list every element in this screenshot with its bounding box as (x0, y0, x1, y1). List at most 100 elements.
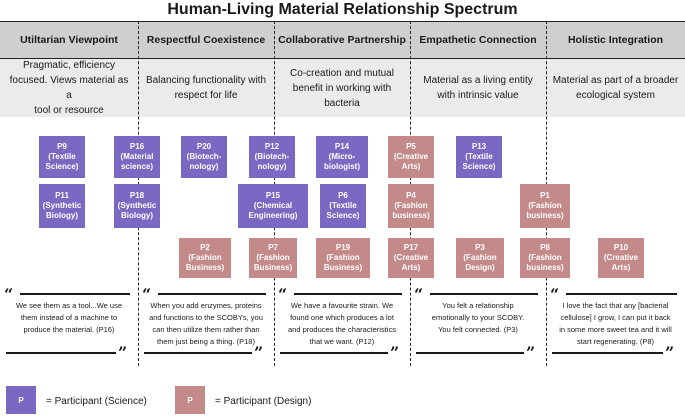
participant-id: P7 (268, 243, 278, 252)
participant-id: P3 (475, 243, 485, 252)
open-quote-mark: “ (278, 285, 288, 304)
quote-line: emotionally to your SCOBY. (431, 313, 525, 322)
participant-id: P18 (129, 191, 145, 200)
column-heading: Holistic Integration (567, 34, 664, 46)
participant-field: Science) (45, 162, 79, 171)
diagram-title: Human-Living Material Relationship Spect… (167, 1, 518, 18)
quote-line: start regenerating. (P8) (576, 337, 655, 346)
participant-id: P6 (338, 191, 348, 200)
participant-id: P9 (57, 142, 67, 151)
participant-id: P17 (403, 243, 419, 252)
participant-field: Design) (465, 263, 495, 272)
description-line: benefit in working with (292, 82, 392, 94)
legend-science-label: = Participant (Science) (46, 396, 147, 407)
quote-line: them instead of a machine to (20, 313, 118, 322)
description-line: tool or resource (34, 105, 104, 116)
description-line: focused. Views material as a (9, 75, 129, 101)
participant-field: (Textile (465, 152, 493, 161)
participant-field: Science) (462, 162, 496, 171)
column-description: Material as part of a broader ecological … (546, 59, 685, 117)
participant-field: Arts) (611, 263, 631, 272)
participant-field: (Creative (603, 253, 639, 262)
participant-field: (Fashion (463, 253, 497, 262)
participant-field: Biology) (121, 211, 153, 220)
quote-line: You felt connected. (P3) (438, 325, 518, 334)
quote-top-rule (294, 293, 402, 295)
description-line: Co-creation and mutual (290, 67, 394, 79)
participant-field: (Chemical (253, 201, 293, 210)
legend-science-swatch: P (6, 386, 36, 414)
legend-design-swatch: P (175, 386, 205, 414)
participant-field: business) (526, 263, 564, 272)
column-heading: Respectful Coexistence (146, 34, 266, 46)
description-line: Material as part of a broader (552, 75, 679, 86)
open-quote-mark: “ (4, 285, 14, 304)
participant-id: P2 (200, 243, 210, 252)
quote-line: can then utilize them rather than (152, 325, 260, 334)
description-line: Pragmatic, efficiency (22, 60, 116, 71)
participant-field: (Fashion (394, 201, 428, 210)
participant-id: P5 (406, 142, 416, 151)
quote-line: When you add enzymes, proteins (150, 301, 262, 310)
quote-top-rule (158, 293, 266, 295)
quote-line: We see them as a tool...We use (15, 301, 123, 310)
participant-id: P11 (55, 191, 69, 200)
legend-design-label: = Participant (Design) (215, 396, 312, 407)
participant-field: science) (120, 162, 154, 171)
participant-field: (Synthetic (42, 201, 82, 210)
column-description-text: Pragmatic, efficiency focused. Views mate… (6, 58, 132, 118)
participant-id: P15 (265, 191, 281, 200)
participant-field: (Fashion (528, 201, 562, 210)
quote-line: produce the material. (P16) (23, 325, 115, 334)
quote-top-rule (430, 293, 538, 295)
participant-field: (Micro- (328, 152, 356, 161)
column-description: Pragmatic, efficiency focused. Views mate… (0, 59, 138, 117)
description-line: bacteria (324, 97, 360, 109)
quote-top-rule (20, 293, 130, 295)
quote-line: found one which produces a lot (290, 313, 394, 322)
description-line: with intrinsic value (437, 90, 519, 101)
participant-id: P13 (471, 142, 487, 151)
participant-field: Science) (326, 211, 360, 220)
quote-line: cellulose] I grow, I can put it back (560, 313, 671, 322)
header-band (0, 21, 685, 59)
participant-field: biologist) (324, 162, 360, 171)
quote-line: that we want. (P12) (309, 337, 375, 346)
participant-id: P14 (334, 142, 350, 151)
description-line: ecological system (576, 90, 655, 101)
quote-bottom-rule (280, 352, 388, 354)
participant-field: (Creative (393, 152, 429, 161)
participant-field: nology) (189, 162, 219, 171)
participant-field: (Fashion (528, 253, 562, 262)
description-line: respect for life (174, 90, 238, 101)
participant-field: business) (392, 211, 430, 220)
participant-id: P8 (540, 243, 550, 252)
quote-bottom-rule (416, 352, 524, 354)
open-quote-mark: “ (414, 285, 424, 304)
participant-field: nology) (257, 162, 287, 171)
participant-field: (Textile (48, 152, 76, 161)
participant-field: (Fashion (188, 253, 222, 262)
quote-line: them just being a thing. (P18) (157, 337, 255, 346)
participant-field: Business) (323, 263, 363, 272)
close-quote-mark: ” (665, 343, 675, 362)
participant-id: P19 (335, 243, 351, 252)
column-description: Co-creation and mutual benefit in working… (274, 59, 410, 117)
participant-field: (Textile (329, 201, 357, 210)
close-quote-mark: ” (118, 343, 128, 362)
participant-field: Business) (185, 263, 225, 272)
